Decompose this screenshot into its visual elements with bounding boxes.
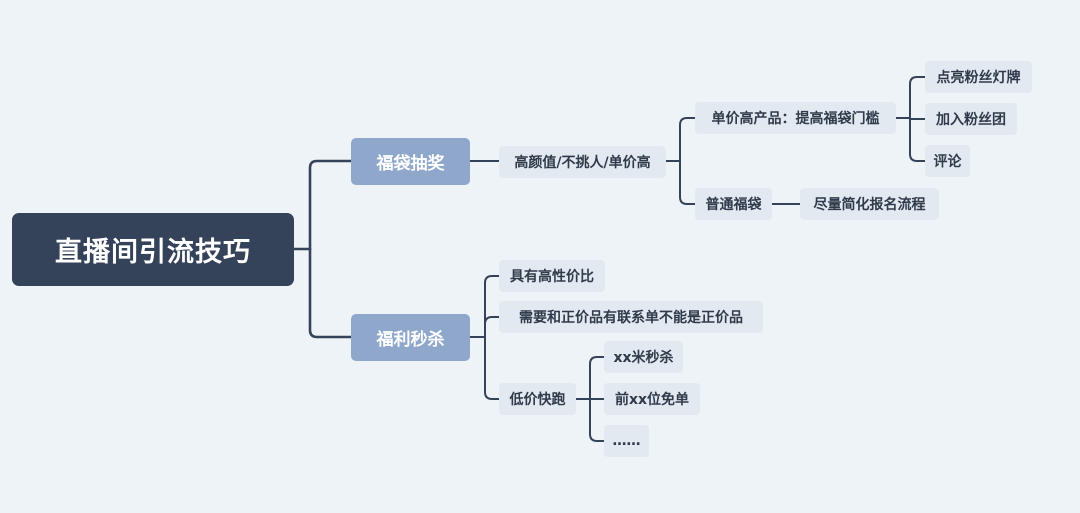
leaf-node-join-fan-club[interactable]: 加入粉丝团 xyxy=(925,103,1017,135)
connector-line xyxy=(909,117,926,120)
connector-line xyxy=(679,160,696,205)
leaf-node-high-value[interactable]: 高颜值/不挑人/单价高 xyxy=(499,146,666,178)
connector-line xyxy=(679,117,696,162)
connector-line xyxy=(484,336,500,400)
connector-flash-sale xyxy=(469,275,500,400)
leaf-node-low-price-fast[interactable]: 低价快跑 xyxy=(499,383,576,415)
branch-node-lucky-bag[interactable]: 福袋抽奖 xyxy=(351,138,470,185)
connector-low-price-fast xyxy=(575,356,605,442)
leaf-node-normal-lucky-bag[interactable]: 普通福袋 xyxy=(695,188,772,220)
connector-line xyxy=(589,398,605,442)
connector-line xyxy=(909,117,926,162)
connector-line xyxy=(308,247,353,339)
connector-high-price-product xyxy=(895,76,926,162)
leaf-node-comment[interactable]: 评论 xyxy=(925,145,970,177)
leaf-node-cost-effective[interactable]: 具有高性价比 xyxy=(499,260,605,292)
leaf-node-xx-flash-kill[interactable]: xx米秒杀 xyxy=(604,341,683,373)
connector-root xyxy=(292,159,353,339)
connector-high-value xyxy=(665,117,696,205)
branch-node-flash-sale[interactable]: 福利秒杀 xyxy=(351,314,470,361)
leaf-node-simplify-signup[interactable]: 尽量简化报名流程 xyxy=(800,188,939,220)
leaf-node-ellipsis[interactable]: …… xyxy=(604,425,649,457)
root-node[interactable]: 直播间引流技巧 xyxy=(12,213,294,286)
leaf-node-related-product[interactable]: 需要和正价品有联系单不能是正价品 xyxy=(499,301,763,333)
connector-line xyxy=(909,76,926,119)
connector-line xyxy=(484,275,500,338)
leaf-node-fan-badge[interactable]: 点亮粉丝灯牌 xyxy=(925,61,1032,93)
connector-line xyxy=(308,159,353,251)
connector-line xyxy=(484,316,500,338)
leaf-node-high-price-product[interactable]: 单价高产品：提高福袋门槛 xyxy=(695,102,896,134)
leaf-node-first-xx-free[interactable]: 前xx位免单 xyxy=(604,383,700,415)
connector-line xyxy=(589,356,605,400)
